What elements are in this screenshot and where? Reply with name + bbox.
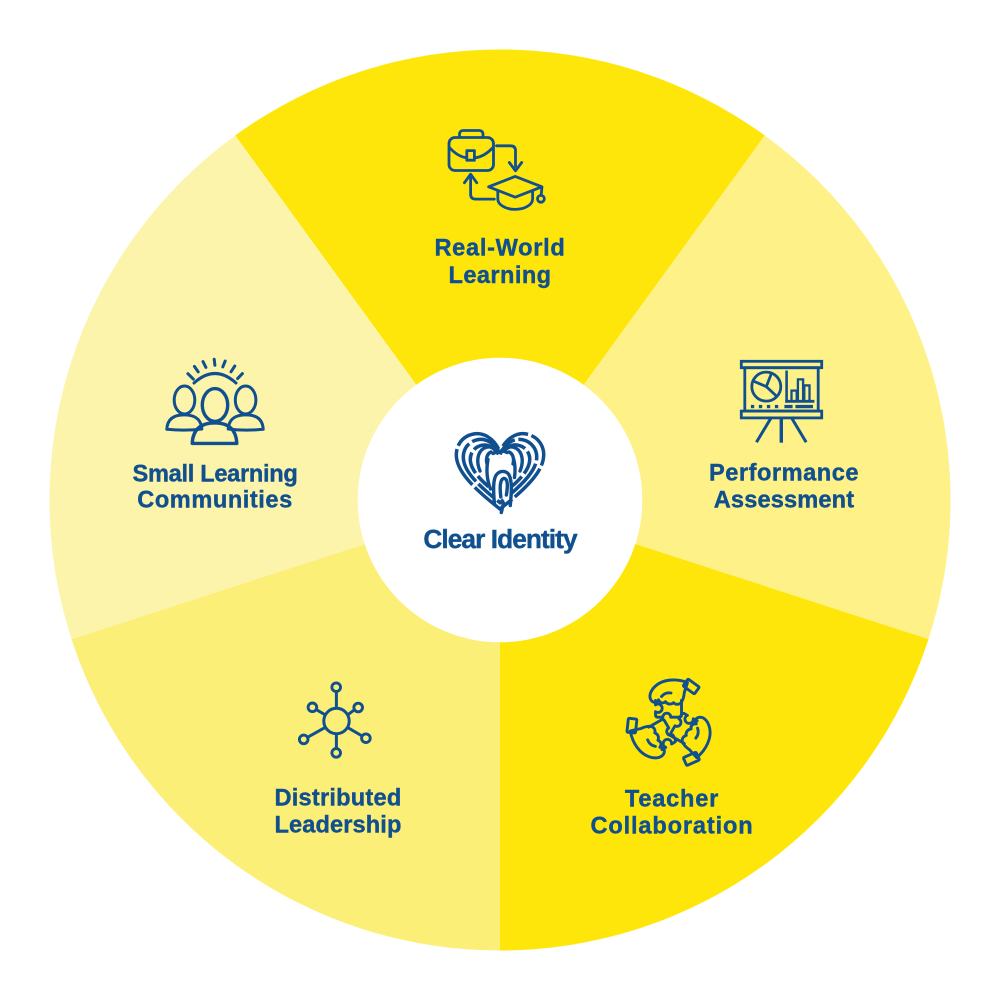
svg-text:Performance: Performance xyxy=(709,461,859,487)
svg-text:Small Learning: Small Learning xyxy=(133,461,298,487)
svg-text:Collaboration: Collaboration xyxy=(591,814,754,840)
svg-text:Learning: Learning xyxy=(449,263,552,289)
svg-text:Leadership: Leadership xyxy=(275,813,402,839)
svg-text:Real-World: Real-World xyxy=(434,236,565,262)
svg-text:Teacher: Teacher xyxy=(625,787,719,813)
svg-text:Assessment: Assessment xyxy=(714,488,855,514)
svg-text:Communities: Communities xyxy=(137,487,293,513)
svg-text:Distributed: Distributed xyxy=(275,786,402,812)
svg-text:Clear Identity: Clear Identity xyxy=(423,524,578,554)
